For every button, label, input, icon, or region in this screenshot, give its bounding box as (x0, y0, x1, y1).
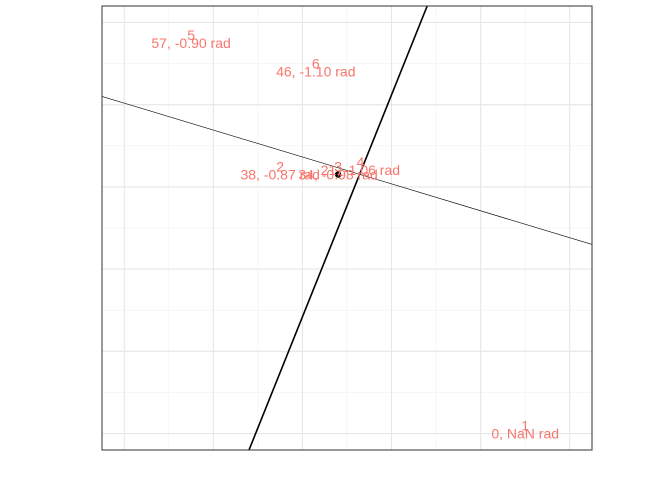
center-point (334, 171, 342, 178)
point-id-3: 3 (334, 158, 342, 174)
point-id-5: 5 (187, 27, 195, 43)
point-label-4: 21, -1.06 rad (321, 162, 400, 178)
minor-gridlines (102, 6, 592, 450)
point-id-2: 2 (276, 158, 284, 174)
panel-border (101, 5, 593, 451)
major-gridlines (102, 6, 592, 450)
line-thick (248, 5, 428, 451)
fitted-lines (101, 5, 593, 451)
point-label-1: 0, NaN rad (491, 425, 559, 441)
point-label-2: 38, -0.87 rad (240, 166, 319, 182)
point-label-3: 34, -0.98 rad (298, 166, 377, 182)
center-point-layer (334, 171, 342, 178)
point-id-1: 1 (521, 417, 529, 433)
point-id-4: 4 (356, 154, 364, 170)
line-thin (101, 96, 593, 245)
point-label-6: 46, -1.10 rad (276, 64, 355, 80)
point-id-6: 6 (312, 56, 320, 72)
point-label-5: 57, -0.90 rad (151, 35, 230, 51)
